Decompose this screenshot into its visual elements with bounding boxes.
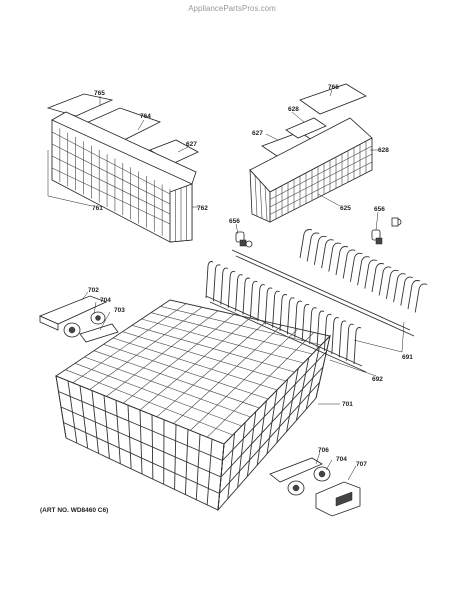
watermark: AppliancePartsPros.com: [188, 4, 276, 13]
callout-625: 625: [340, 205, 351, 212]
callout-704-right: 704: [336, 456, 347, 463]
callout-627-right: 627: [252, 130, 263, 137]
callout-656-left: 656: [229, 218, 240, 225]
wheel-assembly-right[interactable]: [269, 457, 361, 517]
callout-692: 692: [372, 376, 383, 383]
callout-656-right: 656: [374, 206, 385, 213]
callout-762: 762: [197, 205, 208, 212]
callout-701: 701: [342, 401, 353, 408]
callout-691: 691: [402, 354, 413, 361]
tine-row-691[interactable]: [231, 229, 428, 337]
callout-707: 707: [356, 461, 367, 468]
callout-761: 761: [92, 205, 103, 212]
lower-rack[interactable]: [55, 299, 331, 512]
callout-764: 764: [140, 113, 151, 120]
wheel-assembly-left[interactable]: [38, 295, 119, 343]
callout-704-left: 704: [100, 297, 111, 304]
tine-row-692[interactable]: [205, 261, 367, 373]
rack-clip-656-right[interactable]: [371, 217, 402, 245]
callout-706: 706: [318, 447, 329, 454]
art-number: (ART NO. WD8460 C6): [40, 507, 108, 514]
callout-702-left: 702: [88, 287, 99, 294]
callout-766: 766: [328, 84, 339, 91]
callout-628-side: 628: [378, 147, 389, 154]
callout-703: 703: [114, 307, 125, 314]
callout-627-left: 627: [186, 141, 197, 148]
silverware-basket-left[interactable]: [46, 93, 199, 243]
callout-765-left: 765: [94, 90, 105, 97]
callout-628-top: 628: [288, 106, 299, 113]
silverware-basket-right[interactable]: [249, 83, 373, 223]
rack-clip-656-left[interactable]: [235, 231, 253, 248]
